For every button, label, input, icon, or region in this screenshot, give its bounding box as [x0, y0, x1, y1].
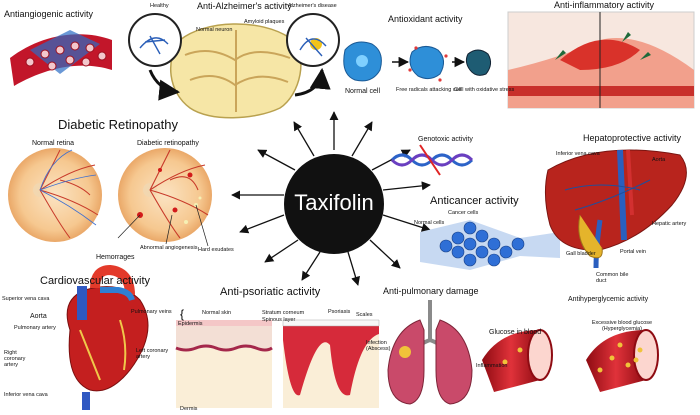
cardio-pulm-veins: Pulmonary veins — [131, 309, 172, 315]
alzheimer-illustration — [128, 13, 340, 119]
radiating-arrows — [231, 111, 431, 286]
liver-aorta: Aorta — [652, 157, 666, 163]
retinopathy-angiogenesis: Abnormal angiogenesis — [140, 245, 198, 251]
antioxidant-free-radicals: Free radicals attacking cell — [396, 87, 462, 93]
psoriatic-dermis: Dermis — [180, 406, 198, 412]
svg-text:{: { — [180, 307, 184, 321]
hyperglycemic-excessive: Excessive blood glucose (Hyperglycemia) — [591, 320, 653, 333]
antiinflammatory-illustration — [507, 11, 695, 109]
pulmonary-inflammation: Inflammation — [476, 363, 508, 369]
psoriatic-psoriasis: Psoriasis — [328, 309, 351, 315]
anticancer-illustration — [420, 220, 560, 270]
hepatoprotective-title: Hepatoprotective activity — [583, 133, 682, 143]
alzheimer-neuron: Normal neuron — [196, 27, 233, 33]
pulmonary-infection: Infection (Abscess) — [366, 340, 391, 353]
skin-illustration: { — [175, 307, 380, 408]
hyperglycemic-title: Antihyperglycemic activity — [568, 296, 649, 303]
retinopathy-exudates: Hard exudates — [198, 247, 234, 253]
cardio-ivc: Inferior vena cava — [4, 392, 48, 398]
alzheimer-title: Anti-Alzheimer's activity — [197, 1, 292, 11]
alzheimer-healthy: Healthy — [150, 3, 169, 9]
heart-illustration — [66, 264, 149, 410]
taxifolin-label: Taxifolin — [294, 190, 374, 215]
pulmonary-title: Anti-pulmonary damage — [383, 286, 479, 296]
liver-hepatic-artery: Hepatic artery — [652, 221, 687, 227]
antiangiogenic-title: Antiangiogenic activity — [4, 9, 94, 19]
lungs-illustration — [387, 300, 473, 405]
antioxidant-illustration — [343, 41, 492, 82]
cardio-title: Cardiovascular activity — [40, 275, 151, 287]
cardio-aorta: Aorta — [30, 313, 47, 320]
vessels-illustration — [482, 329, 659, 392]
psoriatic-epidermis: Epidermis — [178, 321, 203, 327]
cardio-rca: Right coronary artery — [4, 350, 26, 369]
anticancer-normal-cells: Normal cells — [414, 220, 445, 226]
liver-ivc: Inferior vena cava — [556, 151, 600, 157]
antioxidant-oxidative: Cell with oxidative stress — [454, 87, 515, 93]
retinopathy-normal: Normal retina — [32, 140, 75, 147]
genotoxic-title: Genotoxic activity — [418, 136, 473, 143]
psoriatic-spinous: Spinous layer — [262, 317, 296, 323]
psoriatic-corneum: Stratum corneum — [262, 310, 305, 316]
retina-illustrations — [8, 148, 212, 247]
antiangiogenic-illustration — [10, 30, 112, 86]
genotoxic-illustration — [390, 144, 474, 176]
cardio-lca: Left coronary artery — [136, 348, 169, 361]
anticancer-title: Anticancer activity — [430, 195, 519, 207]
retinopathy-diabetic: Diabetic retinopathy — [137, 140, 199, 147]
taxifolin-node — [284, 154, 384, 254]
antioxidant-normal-cell: Normal cell — [345, 88, 381, 95]
cardio-svc: Superior vena cava — [2, 296, 50, 302]
cardio-pulm-artery: Pulmonary artery — [14, 325, 56, 331]
anticancer-cancer-cells: Cancer cells — [448, 210, 479, 216]
psoriatic-normal-skin: Normal skin — [202, 310, 232, 316]
antiinflammatory-title: Anti-inflammatory activity — [554, 0, 655, 10]
retinopathy-title: Diabetic Retinopathy — [58, 117, 178, 132]
retinopathy-hemorrhages: Hemorrages — [96, 254, 135, 261]
liver-portal-vein: Portal vein — [620, 249, 646, 255]
hyperglycemic-glucose: Glucose in blood — [489, 329, 542, 336]
liver-illustration — [544, 149, 687, 269]
alzheimer-disease: Alzheimer's disease — [288, 3, 337, 9]
liver-gall-bladder: Gall bladder — [566, 251, 596, 257]
liver-bile-duct: Common bile duct — [596, 272, 629, 285]
psoriatic-scales: Scales — [356, 312, 373, 318]
psoriatic-title: Anti-psoriatic activity — [220, 286, 321, 298]
alzheimer-plaques: Amyloid plaques — [244, 19, 285, 25]
antioxidant-title: Antioxidant activity — [388, 14, 463, 24]
